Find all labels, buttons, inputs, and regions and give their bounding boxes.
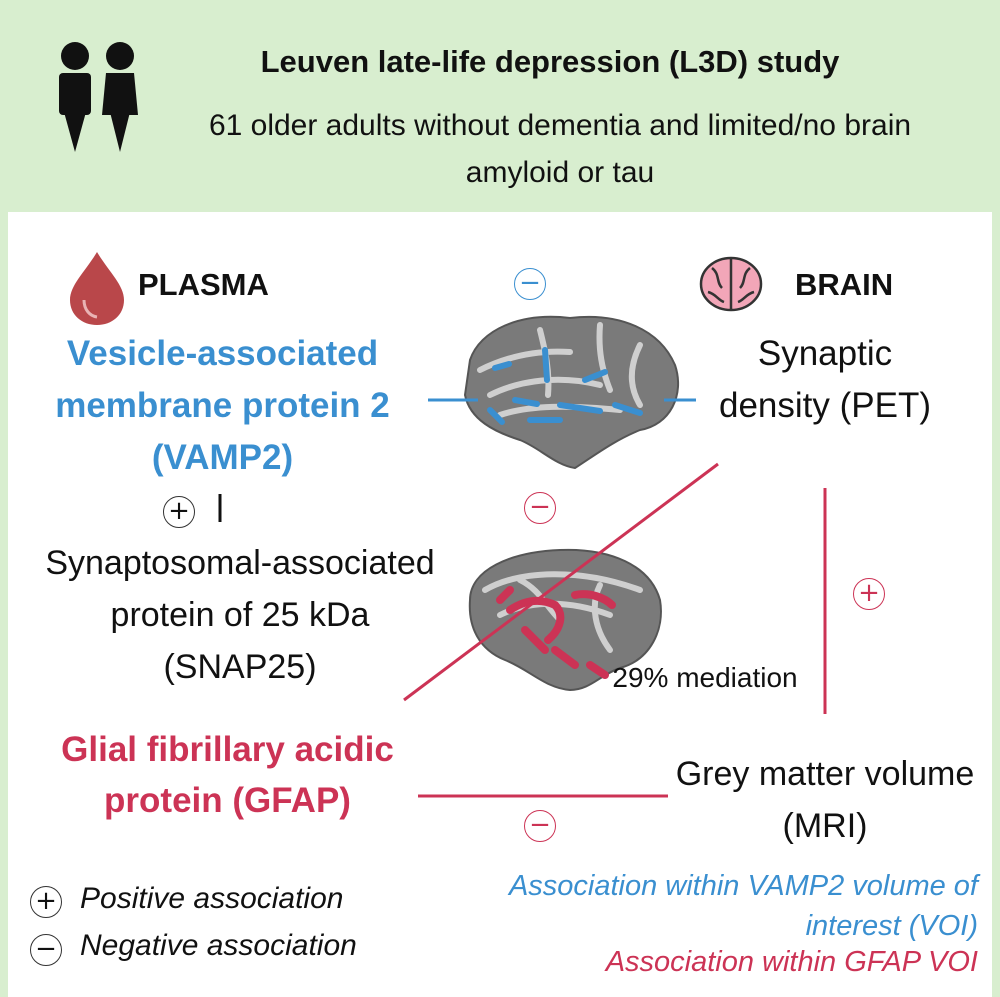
gfap-synaptic-diagonal: [403, 462, 719, 702]
header-band: [0, 0, 1000, 212]
brain-medial-image: [468, 548, 662, 692]
people-icon: [59, 42, 138, 152]
legend-minus-sign: −: [30, 934, 62, 966]
synaptic-density-label: Synaptic density (PET): [719, 334, 931, 425]
grey-matter-label: Grey matter volume (MRI): [675, 755, 975, 845]
synaptic-gmv-plus-sign: +: [853, 578, 885, 610]
study-title: Leuven late-life depression (L3D) study: [260, 44, 840, 79]
mediation-label: 29% mediation: [612, 662, 798, 693]
plasma-label: PLASMA: [138, 267, 269, 302]
frame-left: [0, 212, 8, 997]
legend-plus-sign: +: [30, 886, 62, 918]
legend-positive: Positive association: [80, 882, 344, 915]
snap25-label: Synaptosomal-associated protein of 25 kD…: [45, 544, 435, 686]
brain-lateral-image: [463, 315, 680, 470]
voi-vamp2-note: Association within VAMP2 volume of inter…: [508, 870, 978, 942]
study-subtitle: 61 older adults without dementia and lim…: [208, 109, 912, 189]
vamp2-synaptic-minus-sign: −: [514, 268, 546, 300]
brain-icon: [699, 256, 763, 312]
brain-label: BRAIN: [795, 267, 894, 302]
gfap-gmv-minus-sign: −: [524, 810, 556, 842]
frame-right: [992, 212, 1000, 997]
blood-drop-icon: [70, 252, 124, 325]
gfap-label: Glial fibrillary acidic protein (GFAP): [61, 730, 394, 820]
voi-gfap-note: Association within GFAP VOI: [605, 946, 978, 978]
gfap-synaptic-minus-sign: −: [524, 492, 556, 524]
vamp2-label: Vesicle-associated membrane protein 2 (V…: [55, 334, 390, 477]
legend-negative: Negative association: [80, 929, 357, 962]
vamp2-snap25-plus-sign: +: [163, 496, 195, 528]
